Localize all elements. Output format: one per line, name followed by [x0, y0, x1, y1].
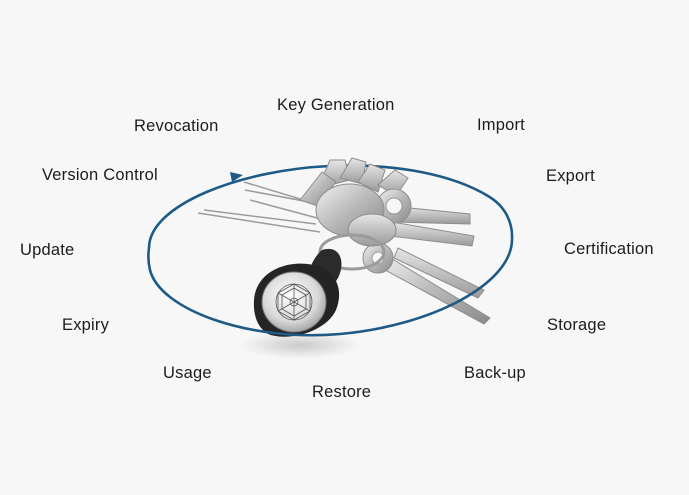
keys-cluster — [315, 183, 397, 247]
label-update: Update — [20, 241, 75, 259]
label-export: Export — [546, 167, 595, 185]
label-revocation: Revocation — [134, 117, 219, 135]
label-key-generation: Key Generation — [277, 96, 395, 114]
label-restore: Restore — [312, 383, 372, 401]
cycle-ring-front — [147, 239, 514, 337]
lock-picks — [197, 181, 333, 233]
label-import: Import — [477, 116, 525, 134]
label-expiry: Expiry — [62, 316, 110, 334]
label-version-control: Version Control — [42, 166, 158, 184]
label-certification: Certification — [564, 240, 654, 258]
keys-upper — [299, 157, 409, 207]
cycle-arrow-icon — [230, 172, 243, 182]
label-usage: Usage — [163, 364, 212, 382]
label-storage: Storage — [547, 316, 607, 334]
key-fob — [253, 263, 340, 337]
geometric-seal-icon — [275, 283, 313, 321]
label-backup: Back-up — [464, 364, 526, 382]
fob-shadow — [240, 331, 360, 359]
